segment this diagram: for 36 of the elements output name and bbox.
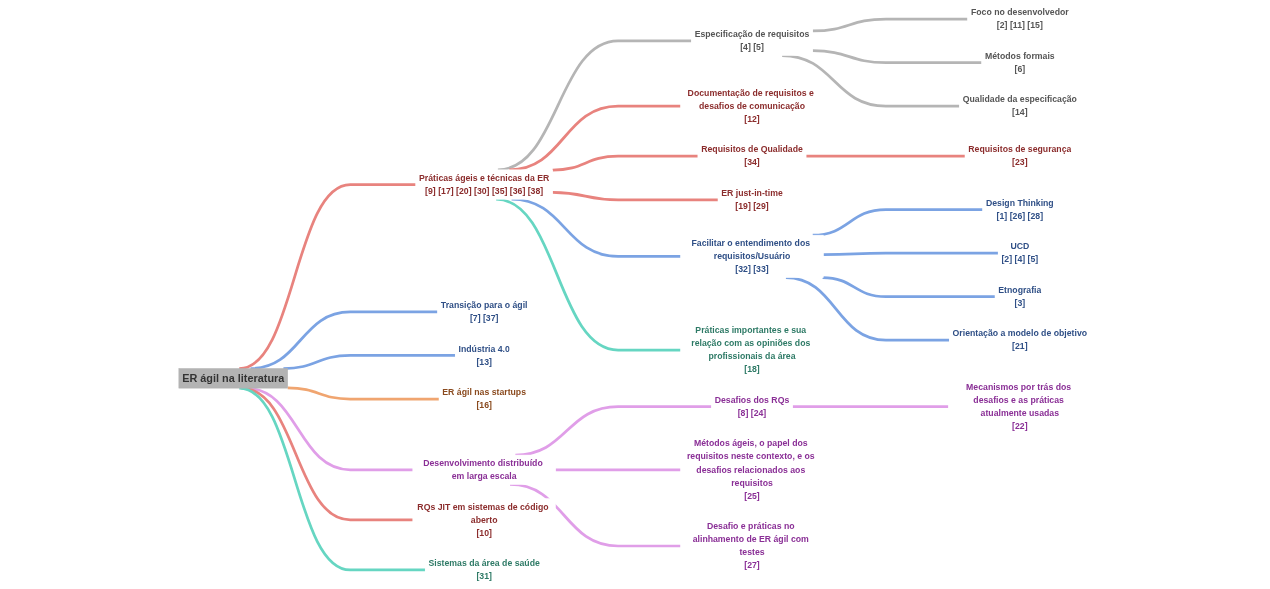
connector xyxy=(812,49,982,64)
connector xyxy=(782,54,960,108)
node-text: Desafio e práticas no alinhamento de ER ágil com testes [27] xyxy=(692,521,809,570)
node-text: Foco no desenvolvedor [2] [11] [15] xyxy=(970,7,1069,30)
connector xyxy=(552,154,698,172)
node-text: Práticas importantes e sua relação com as opiniões dos profissionais da área [18] xyxy=(691,325,811,374)
node-text: Métodos formais [6] xyxy=(984,51,1055,74)
node-text: Desafios dos RQs [8] [24] xyxy=(714,395,790,418)
node-text: Transição para o ágil [7] [37] xyxy=(440,300,528,323)
node-text: Métodos ágeis, o papel dos requisitos neste contexto, e os desafios relacionados aos requisitos [25] xyxy=(686,438,815,501)
node-text: Sistemas da área de saúde [31] xyxy=(428,558,540,581)
node-text: ER just-in-time [19] [29] xyxy=(721,188,783,211)
connector xyxy=(806,154,965,158)
node-text: Documentação de requisitos e desafios de comunicação [12] xyxy=(687,88,814,124)
connector xyxy=(823,251,999,256)
node-text: Etnografia [3] xyxy=(998,285,1042,308)
connector xyxy=(785,276,950,342)
node-text: RQs JIT em sistemas de código aberto [10] xyxy=(417,501,549,538)
connector xyxy=(287,386,440,401)
node-box: ER ágil na literatura xyxy=(178,368,288,389)
node-text: Qualidade da especificação [14] xyxy=(962,94,1077,118)
connector xyxy=(555,468,681,472)
connector xyxy=(812,208,983,237)
node-text: Requisitos de Qualidade [34] xyxy=(701,144,803,168)
connector xyxy=(812,17,968,33)
connector xyxy=(792,405,949,408)
node-text: Requisitos de segurança [23] xyxy=(968,144,1072,168)
node-text: Especificação de requisitos [4] [5] xyxy=(694,29,810,52)
node-text: Design Thinking [1] [26] [28] xyxy=(985,198,1054,221)
node-text: Mecanismos por trás dos desafios e as práticas atualmente usadas [22] xyxy=(966,382,1072,431)
connector xyxy=(822,276,995,299)
node-text: Orientação a modelo de objetivo [21] xyxy=(952,328,1088,352)
connector xyxy=(552,190,718,202)
node-text: UCD [2] [4] [5] xyxy=(1001,241,1039,265)
node-text: ER ágil nas startups [16] xyxy=(442,387,527,410)
node-text: Indústria 4.0 [13] xyxy=(458,344,510,367)
